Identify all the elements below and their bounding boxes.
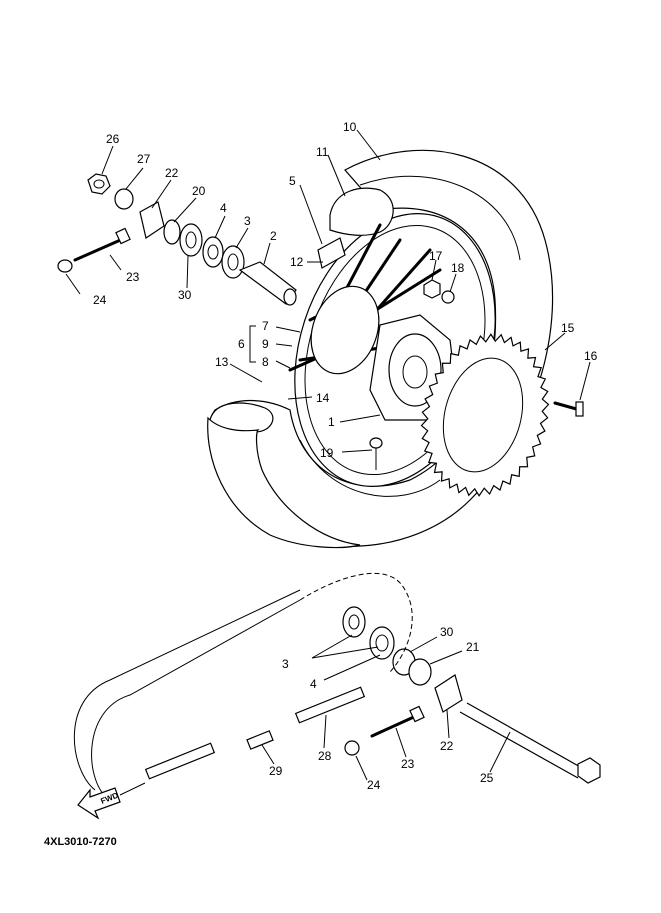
- nut-24-lower: [344, 740, 360, 756]
- callout-15: 15: [561, 321, 575, 335]
- nut-24: [57, 259, 73, 273]
- callout-28: 28: [318, 749, 332, 763]
- callout-26: 26: [106, 132, 120, 146]
- callout-20: 20: [192, 184, 206, 198]
- callout-22-lower: 22: [440, 739, 454, 753]
- callout-21: 21: [466, 640, 480, 654]
- valve-19: [369, 437, 383, 470]
- callout-4-lower: 4: [310, 677, 317, 691]
- collar-20: [163, 219, 181, 245]
- spacer-2: [238, 261, 297, 306]
- drive-chain: [73, 572, 413, 801]
- callout-4: 4: [220, 201, 227, 215]
- bolt-23: [73, 227, 131, 262]
- callout-23-lower: 23: [401, 757, 415, 771]
- callout-3: 3: [244, 214, 251, 228]
- callout-27: 27: [137, 152, 151, 166]
- callout-18: 18: [451, 261, 465, 275]
- collar-21: [408, 658, 432, 686]
- bearing-4: [202, 236, 224, 268]
- callout-30: 30: [178, 288, 192, 302]
- callout-10: 10: [343, 120, 357, 134]
- adjuster-22-lower: [434, 674, 463, 713]
- bolt-16: [553, 401, 584, 417]
- callout-29: 29: [269, 764, 283, 778]
- tube: [329, 187, 394, 236]
- leader-lines: [65, 129, 591, 781]
- chain-segment-28: [294, 686, 366, 724]
- callout-25: 25: [480, 771, 494, 785]
- axle-nut-26: [87, 173, 111, 195]
- callout-9: 9: [262, 337, 269, 351]
- callout-5: 5: [289, 174, 296, 188]
- sprocket: [420, 333, 550, 497]
- callout-22: 22: [165, 166, 179, 180]
- chain-segment-lower: [144, 742, 216, 780]
- washer-27: [114, 188, 134, 210]
- callout-11: 11: [316, 145, 329, 159]
- callout-24-lower: 24: [367, 778, 381, 792]
- bracket-6: [249, 325, 256, 363]
- callout-6: 6: [238, 337, 245, 351]
- callout-7: 7: [262, 319, 269, 333]
- tire-side: [207, 416, 361, 549]
- bearing-3: [221, 245, 245, 279]
- axle-25: [459, 702, 601, 784]
- master-link-29: [246, 730, 274, 750]
- diagram-code: 4XL3010-7270: [44, 836, 117, 848]
- callout-16: 16: [584, 349, 598, 363]
- callout-1: 1: [328, 415, 335, 429]
- adjuster-22: [139, 201, 165, 239]
- bearing-3-lower: [342, 606, 366, 638]
- callout-23: 23: [126, 270, 140, 284]
- callout-19: 19: [320, 446, 334, 460]
- bearing-4-lower: [369, 626, 395, 660]
- bolt-23-lower: [370, 705, 425, 738]
- fwd-arrow: FWD: [77, 787, 121, 820]
- callout-8: 8: [262, 355, 269, 369]
- bearing-30: [179, 223, 203, 257]
- callout-labels: 26 27 22 20 4 3 2 30 23 24 10 11 5 12 7 …: [93, 120, 598, 792]
- callout-12: 12: [290, 255, 304, 269]
- washer-18: [441, 290, 455, 304]
- callout-14: 14: [316, 391, 330, 405]
- callout-13: 13: [215, 355, 229, 369]
- callout-2: 2: [270, 229, 277, 243]
- callout-30-lower: 30: [440, 625, 454, 639]
- callout-24: 24: [93, 293, 107, 307]
- callout-3-lower: 3: [282, 657, 289, 671]
- callout-17: 17: [429, 249, 443, 263]
